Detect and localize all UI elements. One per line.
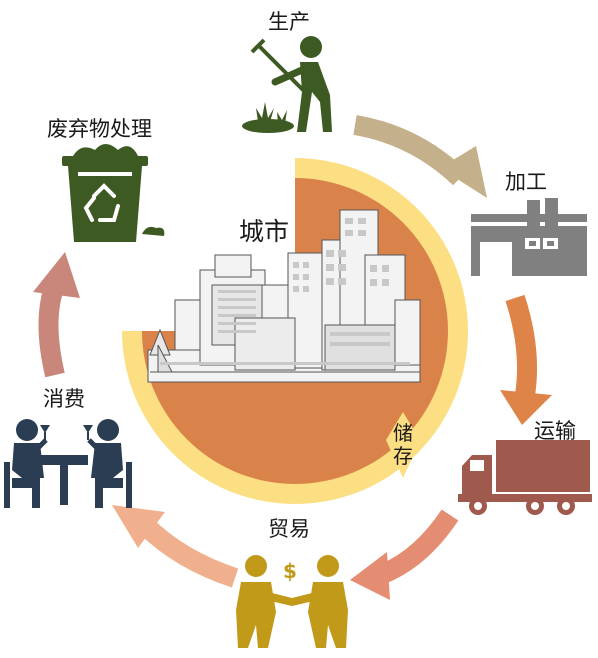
label-waste: 废弃物处理 <box>47 117 152 141</box>
arrow-processing-to-transport <box>500 294 552 425</box>
city-skyline-icon <box>147 209 421 383</box>
storage-diamond <box>386 412 420 478</box>
label-trade: 贸易 <box>268 517 310 541</box>
recycle-bin-icon <box>62 144 165 242</box>
label-city: 城市 <box>239 217 290 246</box>
arrow-consumption-to-waste <box>33 252 80 378</box>
arrow-production-to-processing <box>353 115 487 198</box>
people-drinking-icon <box>4 419 132 508</box>
svg-text:$: $ <box>283 559 297 583</box>
label-processing: 加工 <box>505 170 547 194</box>
handshake-money-icon: $ <box>236 555 348 648</box>
label-production: 生产 <box>268 10 310 34</box>
label-consumption: 消费 <box>43 387 85 411</box>
arrow-transport-to-trade <box>350 509 459 600</box>
city-windows <box>160 218 410 365</box>
arrow-trade-to-consumption <box>112 505 239 588</box>
label-storage: 储 存 <box>391 422 415 468</box>
factory-icon <box>471 198 587 276</box>
label-transport: 运输 <box>534 419 576 443</box>
label-storage-1: 储 <box>393 421 413 445</box>
recycle-icon <box>83 183 120 222</box>
truck-icon <box>458 440 592 515</box>
label-storage-2: 存 <box>393 444 413 468</box>
farmer-hoeing-icon <box>242 36 332 133</box>
